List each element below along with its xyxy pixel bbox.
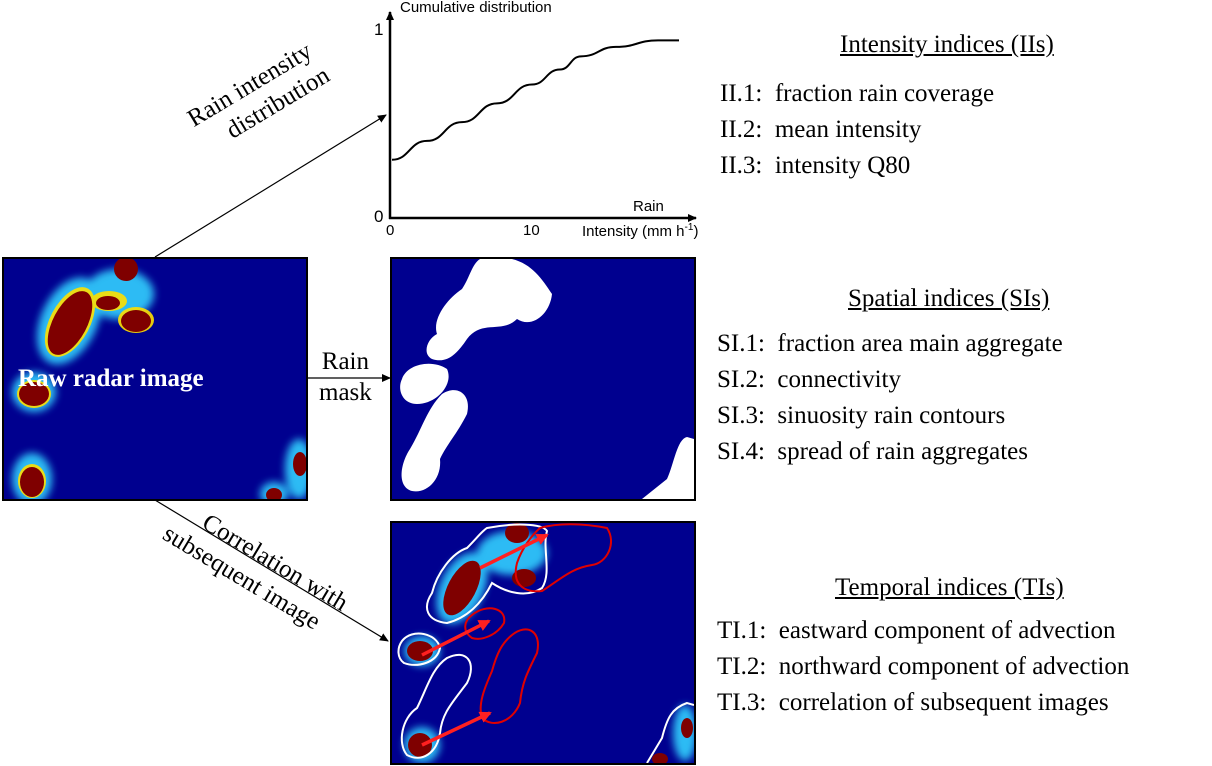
- advection-arrow: [421, 619, 491, 657]
- index-item: TI.3: correlation of subsequent images: [717, 689, 1109, 716]
- x-label-sup: -1: [684, 222, 694, 233]
- x-label-rain: Rain: [633, 198, 664, 215]
- index-item: II.2: mean intensity: [720, 116, 922, 143]
- index-item: TI.1: eastward component of advection: [717, 617, 1116, 644]
- index-item: II.1: fraction rain coverage: [720, 80, 995, 107]
- cdf-series-line: [391, 39, 679, 161]
- x-tick-0: 0: [386, 222, 395, 239]
- index-item: SI.1: fraction area main aggregate: [717, 330, 1063, 357]
- rain-mask-line1: Rain: [321, 348, 369, 375]
- rain-mask-label: Rain mask: [319, 346, 372, 408]
- spatial-indices-heading: Spatial indices (SIs): [848, 285, 1050, 312]
- advection-arrow: [421, 711, 492, 747]
- index-item: II.3: intensity Q80: [720, 152, 911, 179]
- intensity-indices-list: II.1: fraction rain coverage II.2: mean …: [720, 76, 994, 184]
- raw-radar-image: Raw radar image: [2, 257, 308, 501]
- raw-radar-label: Raw radar image: [18, 365, 204, 392]
- index-item: TI.2: northward component of advection: [717, 653, 1130, 680]
- arrow-to-chart: [154, 114, 387, 258]
- index-item: SI.3: sinuosity rain contours: [717, 402, 1006, 429]
- subsequent-image-overlay: [390, 521, 696, 765]
- x-label-text: Intensity (mm h: [582, 223, 685, 240]
- temporal-indices-heading: Temporal indices (TIs): [835, 574, 1064, 601]
- radar-cells: [12, 259, 306, 499]
- index-item: SI.4: spread of rain aggregates: [717, 438, 1028, 465]
- y-tick-0: 0: [374, 207, 384, 226]
- intensity-indices-heading: Intensity indices (IIs): [840, 31, 1054, 58]
- arrow-to-temporal: [154, 499, 389, 642]
- x-label-intensity: Intensity (mm h-1): [582, 222, 698, 240]
- y-tick-1: 1: [374, 20, 384, 39]
- contour-overlay: [397, 523, 694, 763]
- rain-mask-line2: mask: [319, 379, 372, 406]
- x-label-end: ): [693, 223, 699, 240]
- index-item: SI.2: connectivity: [717, 366, 901, 393]
- advection-arrow: [479, 533, 549, 570]
- temporal-indices-list: TI.1: eastward component of advection TI…: [717, 613, 1129, 721]
- spatial-indices-list: SI.1: fraction area main aggregate SI.2:…: [717, 326, 1063, 470]
- chart-title: Cumulative distribution: [400, 0, 552, 16]
- rain-mask-image: [390, 257, 696, 501]
- rain-mask-shapes: [400, 259, 694, 499]
- x-tick-10: 10: [523, 222, 540, 239]
